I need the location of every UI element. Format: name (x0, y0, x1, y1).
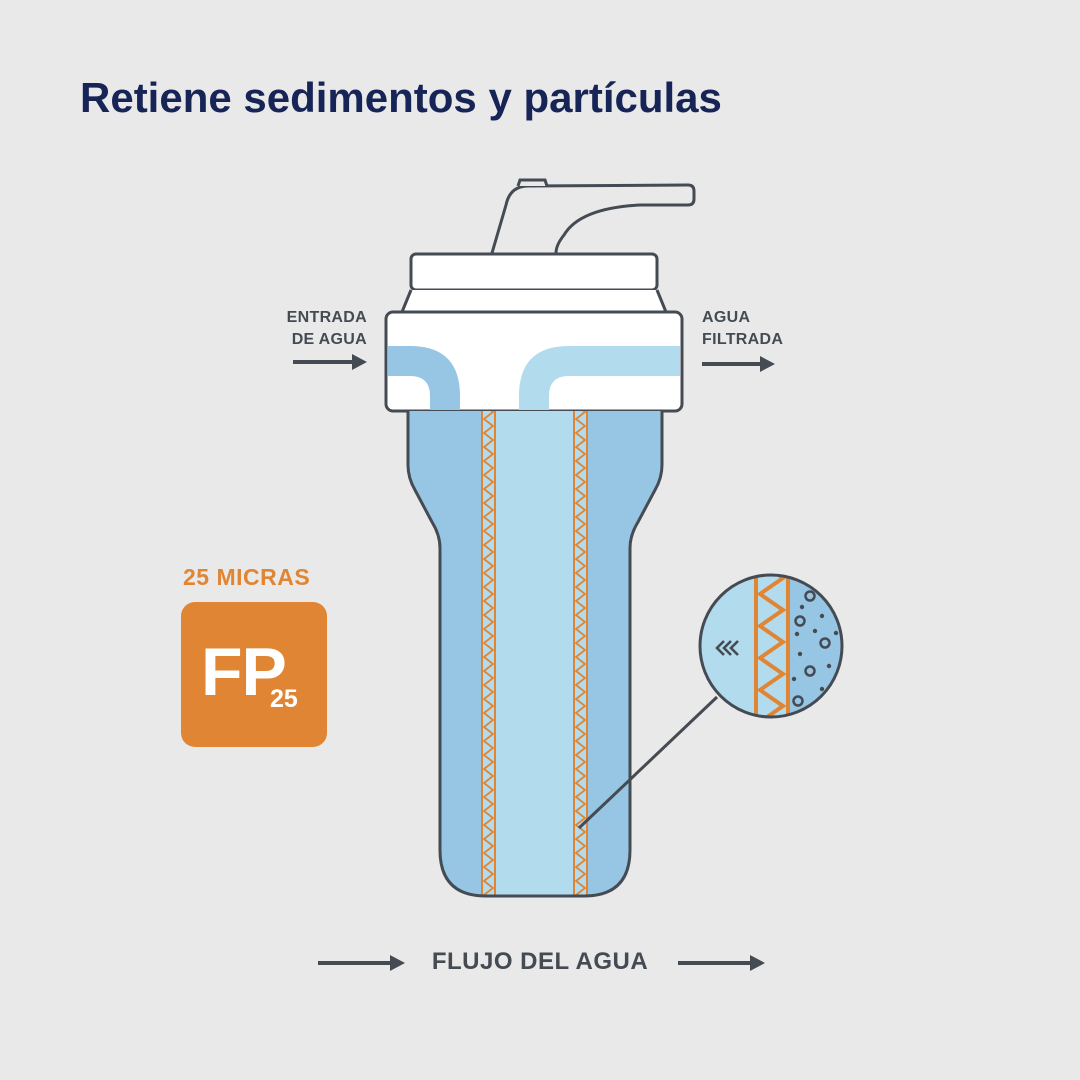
flow-arrow-right-icon (678, 955, 765, 971)
outlet-label-line1: AGUA (702, 309, 751, 326)
inlet-label-line2: DE AGUA (291, 331, 367, 348)
outlet-arrow-icon (702, 356, 775, 372)
cap-neck (400, 289, 668, 314)
flow-arrow-left-icon (318, 955, 405, 971)
outlet-channel (519, 346, 680, 410)
cartridge-wall-left (481, 411, 496, 896)
cartridge-wall-right (573, 411, 588, 896)
product-code-subscript: 25 (270, 685, 298, 713)
water-flow-label: FLUJO DEL AGUA (431, 948, 649, 975)
particle-dots-icon (792, 590, 831, 707)
cap-top (409, 252, 659, 292)
inlet-label: ENTRADA DE AGUA (287, 307, 367, 351)
micron-rating-label: 25 MICRAS (183, 564, 311, 590)
inlet-arrow-icon (293, 354, 367, 370)
outlet-label: AGUA FILTRADA (702, 307, 783, 351)
magnifier-detail (698, 573, 844, 719)
page-title: Retiene sedimentos y partículas (80, 74, 722, 121)
inlet-channel (388, 346, 460, 410)
product-code-badge: FP 25 (181, 602, 327, 747)
outlet-spout (490, 183, 696, 254)
product-code: FP (201, 634, 287, 710)
inlet-label-line1: ENTRADA (286, 309, 367, 326)
outlet-label-line2: FILTRADA (702, 331, 784, 348)
filter-housing (406, 411, 664, 898)
magnifier-pointer (577, 695, 719, 830)
triple-chevron-left-icon (715, 640, 739, 656)
spout-tab (516, 178, 549, 187)
